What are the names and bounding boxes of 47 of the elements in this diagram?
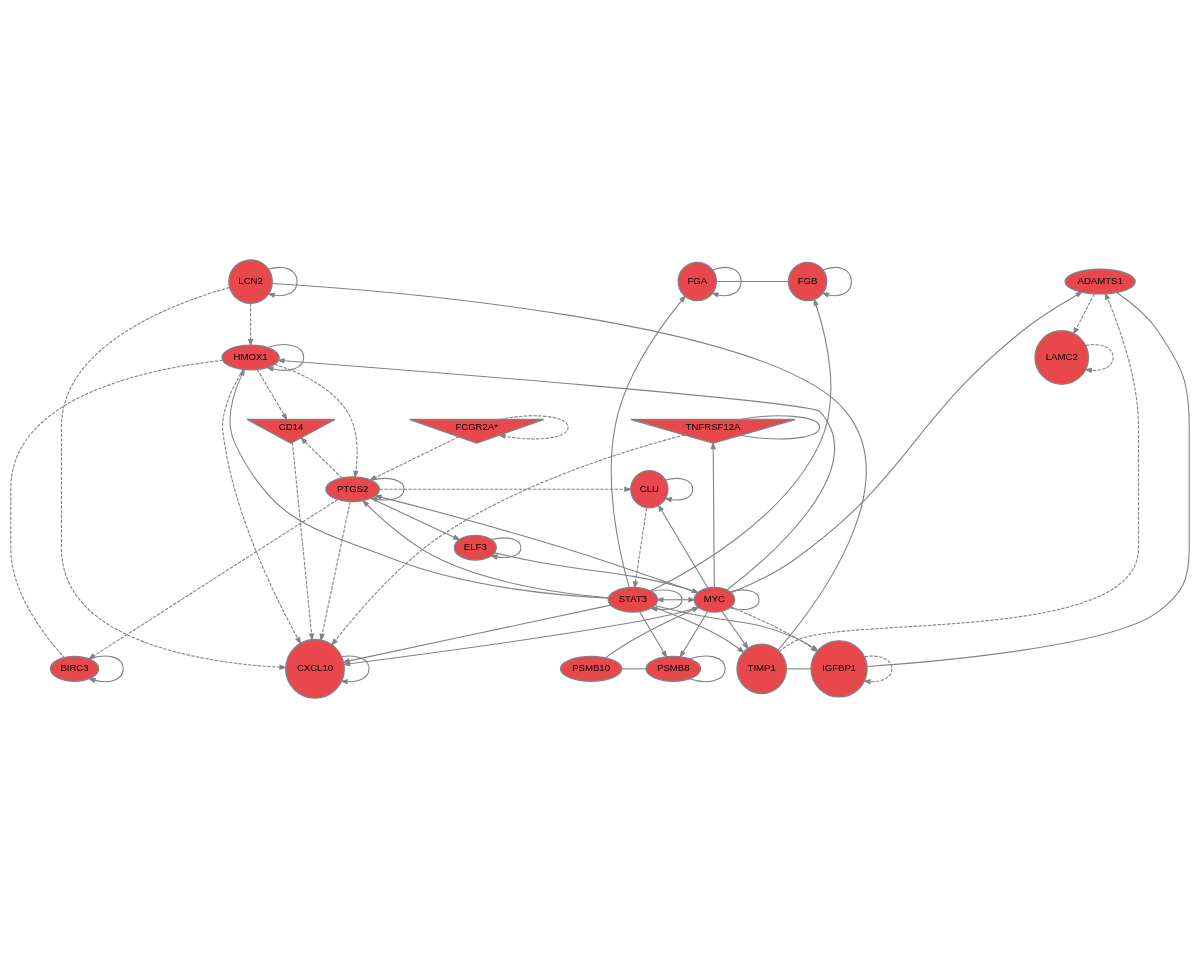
arrow [274, 363, 359, 479]
node-ellipse: PSMB8 [645, 655, 702, 682]
node-circle: CLU [630, 470, 669, 509]
node-ellipse: PSMB10 [559, 655, 623, 682]
connector [688, 655, 726, 683]
arrow [267, 266, 298, 298]
connector [715, 281, 789, 283]
arrow [710, 441, 716, 588]
arrow [300, 436, 343, 479]
arrow [610, 295, 687, 588]
node-circle: LAMC2 [1034, 330, 1090, 385]
arrow [256, 368, 288, 421]
arrow [497, 415, 569, 440]
arrow [664, 477, 694, 503]
arrow [229, 368, 610, 599]
arrow [679, 611, 709, 659]
arrow [862, 655, 893, 685]
arrow [821, 266, 852, 298]
arrow [632, 507, 648, 590]
arrow [361, 499, 610, 599]
connector [866, 291, 1190, 667]
node-circle: LCN2 [228, 259, 273, 304]
connector [621, 668, 647, 670]
connector [729, 589, 760, 611]
arrow [342, 604, 612, 664]
arrow [655, 597, 697, 603]
arrow [331, 434, 686, 647]
node-ellipse: ADAMTS1 [1064, 268, 1136, 295]
arrow [1073, 293, 1095, 335]
arrow [291, 441, 315, 642]
arrow [60, 286, 288, 670]
arrow [1084, 344, 1114, 373]
connector [785, 668, 812, 670]
arrow [340, 655, 370, 685]
arrow [639, 611, 668, 659]
arrow [657, 504, 709, 589]
arrow [247, 302, 254, 347]
arrow [379, 486, 633, 492]
arrow [319, 501, 351, 642]
arrow [265, 344, 305, 372]
arrow [721, 610, 749, 650]
arrow [710, 266, 742, 298]
arrow [730, 291, 1084, 594]
arrow [222, 368, 302, 645]
arrow [489, 537, 522, 560]
arrow [649, 589, 683, 612]
connector [739, 415, 821, 440]
